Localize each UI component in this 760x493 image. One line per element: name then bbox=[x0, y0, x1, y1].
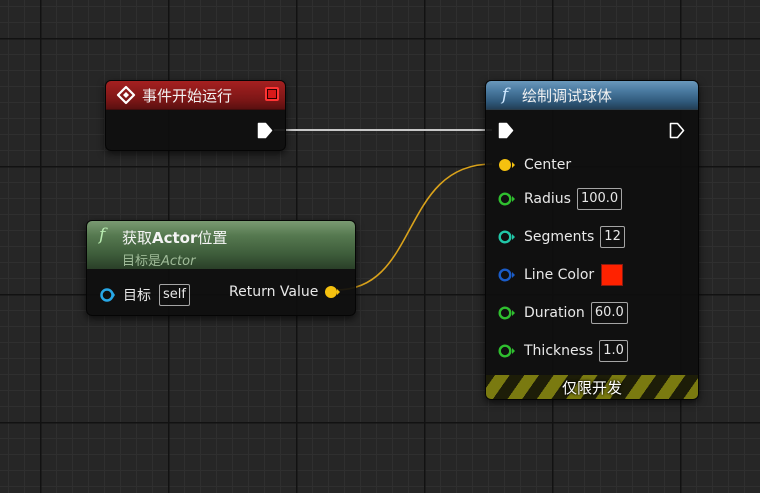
function-node-title: 绘制调试球体 bbox=[522, 86, 613, 105]
vector-pin-icon[interactable] bbox=[324, 284, 341, 300]
exec-in-pin-icon[interactable] bbox=[498, 122, 514, 139]
line-color-swatch[interactable] bbox=[601, 264, 624, 286]
function-node-header[interactable]: f 绘制调试球体 bbox=[486, 81, 698, 110]
duration-value-field[interactable]: 60.0 bbox=[590, 302, 628, 324]
target-label: 目标 bbox=[123, 288, 151, 304]
delegate-pin-icon[interactable] bbox=[265, 87, 279, 101]
struct-pin-icon[interactable] bbox=[498, 267, 516, 283]
diamond-event-icon bbox=[116, 85, 136, 105]
function-f-icon: f bbox=[99, 225, 106, 245]
line-color-pin-row[interactable]: Line Color bbox=[498, 264, 624, 286]
vector-wire[interactable] bbox=[335, 163, 493, 291]
segments-pin-row[interactable]: Segments 12 bbox=[498, 226, 625, 248]
development-only-label: 仅限开发 bbox=[561, 378, 622, 397]
draw-debug-sphere-node[interactable]: f 绘制调试球体 Center Radius 100.0 Segments 12… bbox=[485, 80, 699, 400]
event-node-title: 事件开始运行 bbox=[142, 86, 233, 105]
node-title: 获取Actor位置 bbox=[122, 227, 227, 248]
get-actor-location-node[interactable]: f 获取Actor位置 目标是Actor 目标 self Return Valu… bbox=[86, 220, 356, 316]
segments-value-field[interactable]: 12 bbox=[600, 226, 625, 248]
vector-pin-icon[interactable] bbox=[498, 157, 516, 173]
center-pin-row[interactable]: Center bbox=[498, 155, 571, 175]
float-pin-icon[interactable] bbox=[498, 343, 516, 359]
duration-pin-row[interactable]: Duration 60.0 bbox=[498, 302, 628, 324]
development-only-banner: 仅限开发 bbox=[486, 375, 698, 399]
subtitle-italic: Actor bbox=[161, 254, 196, 269]
line-color-label: Line Color bbox=[524, 267, 595, 283]
exec-out-pin-icon[interactable] bbox=[257, 122, 273, 139]
event-begin-play-node[interactable]: 事件开始运行 bbox=[105, 80, 286, 151]
title-bold: Actor bbox=[152, 229, 198, 247]
subtitle-prefix: 目标是 bbox=[122, 254, 162, 269]
return-value-label: Return Value bbox=[229, 284, 319, 300]
function-f-icon: f bbox=[501, 85, 509, 105]
pure-node-header[interactable]: f 获取Actor位置 目标是Actor bbox=[87, 221, 355, 269]
radius-label: Radius bbox=[524, 191, 571, 207]
title-prefix: 获取 bbox=[122, 229, 153, 247]
node-subtitle: 目标是Actor bbox=[122, 250, 195, 269]
float-pin-icon[interactable] bbox=[498, 191, 516, 207]
radius-value-field[interactable]: 100.0 bbox=[576, 188, 623, 210]
exec-out-pin-icon[interactable] bbox=[669, 122, 685, 139]
target-pin-row[interactable]: 目标 self bbox=[99, 284, 190, 306]
return-value-row[interactable]: Return Value bbox=[229, 284, 341, 300]
event-node-header[interactable]: 事件开始运行 bbox=[106, 81, 285, 110]
object-pin-icon[interactable] bbox=[99, 287, 115, 303]
center-label: Center bbox=[524, 157, 572, 173]
target-value-field[interactable]: self bbox=[159, 284, 190, 306]
title-suffix: 位置 bbox=[197, 229, 228, 247]
int-pin-icon[interactable] bbox=[498, 229, 516, 245]
thickness-value-field[interactable]: 1.0 bbox=[599, 340, 628, 362]
float-pin-icon[interactable] bbox=[498, 305, 516, 321]
radius-pin-row[interactable]: Radius 100.0 bbox=[498, 188, 623, 210]
thickness-label: Thickness bbox=[524, 343, 594, 359]
duration-label: Duration bbox=[524, 305, 585, 321]
thickness-pin-row[interactable]: Thickness 1.0 bbox=[498, 340, 628, 362]
segments-label: Segments bbox=[524, 229, 595, 245]
